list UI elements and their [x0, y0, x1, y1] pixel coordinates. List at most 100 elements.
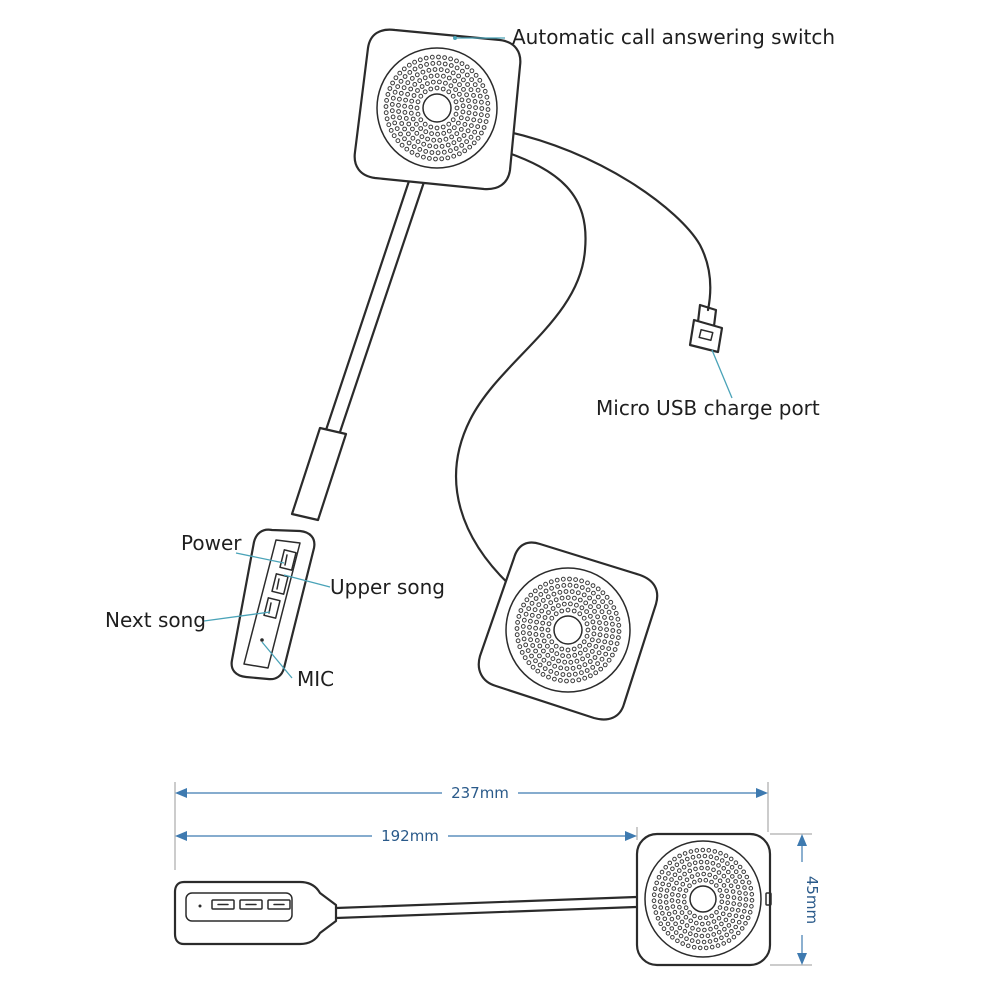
grille-hole: [585, 580, 590, 586]
grille-hole: [608, 640, 614, 646]
side-view-boom: [334, 895, 639, 920]
grille-hole: [696, 927, 701, 933]
grille-hole: [390, 114, 396, 120]
grille-hole: [420, 69, 426, 75]
grille-hole: [719, 858, 725, 863]
grille-hole: [587, 595, 592, 601]
grille-hole: [697, 915, 703, 921]
grille-hole: [743, 897, 749, 902]
grille-hole: [733, 869, 739, 875]
grille-hole: [728, 856, 734, 862]
grille-hole: [652, 886, 658, 892]
grille-hole: [457, 151, 462, 157]
grille-hole: [436, 54, 441, 60]
grille-hole: [408, 110, 414, 116]
grille-hole: [528, 592, 534, 598]
grille-hole: [402, 136, 407, 142]
grille-hole: [716, 915, 722, 921]
grille-hole: [686, 943, 691, 949]
grille-hole: [681, 864, 687, 870]
grille-hole: [434, 125, 440, 131]
grille-hole: [418, 93, 424, 99]
grille-hole: [439, 143, 445, 149]
grille-hole: [737, 890, 742, 896]
grille-hole: [419, 84, 425, 89]
grille-hole: [721, 866, 727, 871]
grille-hole: [538, 592, 544, 597]
grille-hole: [602, 639, 608, 645]
grille-hole: [532, 588, 538, 594]
grille-hole: [388, 128, 394, 133]
grille-hole: [441, 130, 447, 136]
grille-hole: [603, 651, 609, 657]
grille-hole: [448, 56, 454, 62]
grille-hole: [581, 639, 587, 645]
grille-hole: [716, 870, 722, 875]
grille-hole: [743, 903, 748, 908]
grille-hole: [469, 77, 475, 82]
grille-hole: [663, 900, 669, 905]
grille-hole: [477, 77, 483, 83]
side-view-button-power[interactable]: [211, 899, 235, 910]
grille-hole: [422, 89, 428, 95]
side-view-button-upper[interactable]: [239, 899, 263, 910]
grille-hole: [731, 901, 737, 906]
grille-hole: [587, 642, 592, 648]
grille-hole: [566, 653, 571, 659]
grille-hole: [454, 131, 460, 137]
next-song-button[interactable]: [263, 597, 281, 619]
grille-hole: [570, 665, 576, 671]
grille-hole: [573, 583, 579, 589]
grille-hole: [545, 594, 551, 600]
grille-hole: [406, 121, 412, 127]
grille-hole: [483, 119, 489, 124]
grille-hole: [456, 137, 462, 142]
grille-hole: [666, 882, 672, 888]
grille-hole: [718, 850, 723, 856]
grille-hole: [384, 116, 390, 122]
grille-hole: [596, 650, 602, 656]
grille-hole: [603, 604, 609, 610]
grille-hole: [462, 148, 468, 154]
grille-hole: [695, 939, 701, 945]
grille-hole: [707, 872, 713, 878]
grille-hole: [466, 110, 472, 116]
grille-hole: [591, 625, 597, 631]
grille-hole: [537, 643, 543, 649]
grille-hole: [700, 921, 705, 927]
grille-hole: [546, 633, 552, 639]
grille-hole: [676, 893, 681, 898]
power-button[interactable]: [279, 549, 297, 571]
grille-hole: [582, 675, 588, 681]
side-view-button-next[interactable]: [267, 899, 291, 910]
grille-hole: [595, 594, 601, 600]
grille-hole: [449, 134, 455, 140]
grille-hole: [556, 603, 561, 608]
grille-hole: [528, 618, 533, 624]
grille-hole: [709, 879, 714, 885]
grille-hole: [702, 853, 708, 859]
grille-hole: [446, 75, 452, 81]
grille-hole: [540, 672, 546, 677]
side-view-speaker: [635, 832, 772, 967]
grille-hole: [559, 646, 565, 652]
grille-hole: [423, 149, 429, 154]
grille-hole: [437, 137, 443, 143]
grille-hole: [688, 918, 694, 924]
mic-label: MIC: [297, 667, 334, 691]
grille-hole: [608, 615, 614, 621]
upper-song-button[interactable]: [271, 573, 289, 595]
grille-hole: [518, 608, 524, 613]
grille-hole: [585, 653, 591, 658]
grille-hole: [671, 886, 677, 891]
grille-hole: [532, 607, 538, 613]
grille-hole: [669, 877, 674, 882]
grille-hole: [445, 155, 451, 161]
grille-hole: [477, 118, 483, 124]
grille-hole: [415, 99, 421, 105]
grille-hole: [521, 636, 527, 642]
grille-hole: [480, 83, 486, 88]
grille-hole: [682, 871, 687, 877]
grille-hole: [533, 648, 538, 654]
grille-hole: [459, 97, 465, 103]
